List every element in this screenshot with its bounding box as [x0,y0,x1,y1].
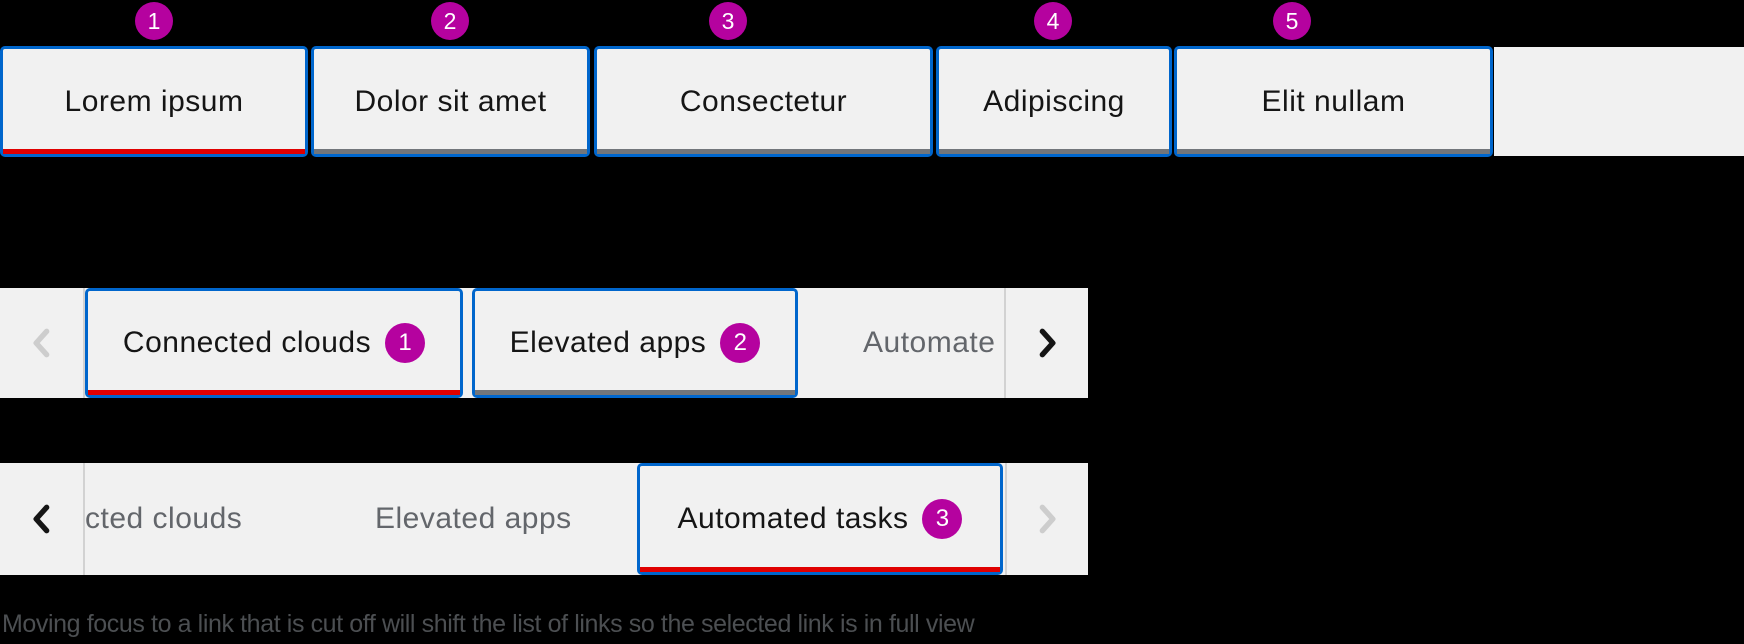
annotation-badge-2: 2 [720,323,761,363]
annotation-badge-1: 1 [135,2,173,40]
scroll-right-button [1005,463,1088,575]
tab-automated-tasks-clipped[interactable]: Automate [863,326,996,359]
selected-underline [640,567,1000,572]
tab-label: Adipiscing [983,84,1125,118]
angle-right-icon [1033,326,1061,360]
angle-left-icon [28,502,56,536]
tab-elevated-apps[interactable]: Elevated apps [375,502,572,535]
scroll-right-button[interactable] [1005,288,1088,398]
selected-underline [3,149,305,154]
tab-bottom-border [314,149,587,154]
tab-bar-filler [1494,47,1744,156]
selected-underline [88,390,460,395]
divider [1005,463,1007,575]
tab-connected-clouds-clipped[interactable]: cted clouds [85,502,243,535]
tab-bottom-border [1177,149,1490,154]
annotation-badge-2: 2 [431,2,469,40]
tab-label: Automated tasks [677,502,909,535]
caption: Moving focus to a link that is cut off w… [2,610,975,638]
tab-label: Lorem ipsum [64,84,244,118]
tab-elevated-apps[interactable]: Elevated apps 2 [472,288,798,398]
tab-bottom-border [597,149,930,154]
tab-automated-tasks[interactable]: Automated tasks 3 [637,463,1003,575]
scroll-left-button [0,288,83,398]
scroll-left-button[interactable] [0,463,83,575]
tab-elit-nullam[interactable]: Elit nullam [1174,46,1493,157]
divider [1004,288,1006,398]
tab-dolor-sit-amet[interactable]: Dolor sit amet [311,46,590,157]
tab-adipiscing[interactable]: Adipiscing [936,46,1172,157]
tab-label: Elit nullam [1261,84,1406,118]
annotation-badge-4: 4 [1034,2,1072,40]
angle-right-icon [1033,502,1061,536]
annotation-badge-3: 3 [709,2,747,40]
annotation-badge-3: 3 [922,499,963,539]
tab-label: Elevated apps [509,326,707,359]
annotation-badge-5: 5 [1273,2,1311,40]
tab-lorem-ipsum[interactable]: Lorem ipsum [0,46,308,157]
tab-label: Consectetur [679,84,848,118]
tab-consectetur[interactable]: Consectetur [594,46,933,157]
overflow-tabs-example-scrolled-left: Connected clouds 1 Elevated apps 2 Automate [0,288,1088,398]
tab-label: Connected clouds [122,326,372,359]
angle-left-icon [28,326,56,360]
tab-bottom-border [939,149,1169,154]
annotation-badge-1: 1 [385,323,426,363]
overflow-tabs-example-scrolled-right: cted clouds Elevated apps Automated tasks 3 [0,463,1088,575]
divider [83,288,85,398]
tab-bottom-border [475,390,795,395]
tab-label: Dolor sit amet [354,84,547,118]
tab-connected-clouds[interactable]: Connected clouds 1 [85,288,463,398]
divider [83,463,85,575]
